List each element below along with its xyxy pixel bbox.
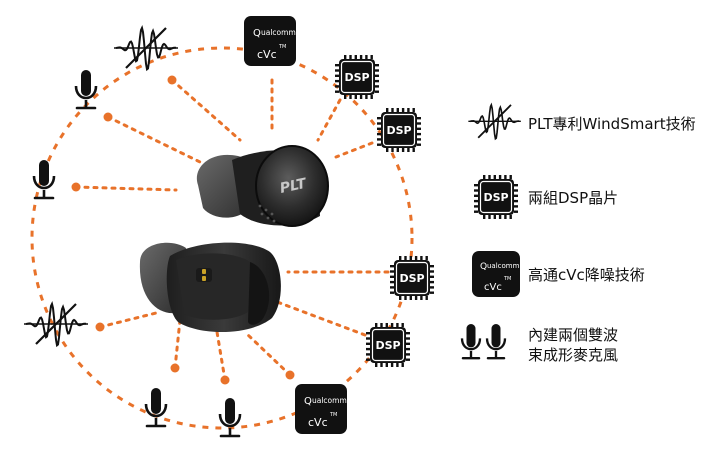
earbud-top: PLT: [196, 145, 329, 227]
connector-dot: [170, 363, 180, 373]
svg-text:cVc: cVc: [484, 282, 502, 293]
connector-lines: [74, 78, 390, 382]
qualcomm-cvc-chip: Q ualcomm TM cVc: [295, 384, 347, 434]
legend-windsmart: PLT專利WindSmart技術: [528, 114, 696, 134]
legend-windsmart-text: PLT專利WindSmart技術: [528, 115, 696, 133]
svg-text:Q: Q: [304, 396, 312, 407]
earbud-brand-logo: PLT: [278, 175, 309, 196]
legend-cvc-text: 高通cVc降噪技術: [528, 266, 645, 284]
connector-line: [270, 298, 367, 337]
dsp-chip: DSP: [366, 323, 410, 367]
dsp-chip-label: DSP: [399, 272, 424, 285]
connector-line: [316, 98, 342, 142]
legend-mic-line2: 束成形麥克風: [528, 346, 619, 364]
svg-text:cVc: cVc: [308, 416, 328, 429]
svg-text:cVc: cVc: [257, 48, 277, 61]
connector-dot: [103, 112, 113, 122]
svg-text:ualcomm: ualcomm: [487, 262, 520, 270]
legend-microphones: 內建兩個雙波 束成形麥克風: [528, 325, 618, 365]
svg-text:TM: TM: [329, 412, 337, 418]
earbud-cap: [256, 146, 328, 226]
svg-text:ualcomm: ualcomm: [312, 396, 347, 405]
dsp-chip: DSP: [474, 175, 518, 219]
connector-dot: [167, 75, 177, 85]
earbud-bottom: [139, 242, 281, 333]
dsp-chip: DSP: [335, 55, 379, 99]
connector-line: [106, 115, 202, 164]
legend-dsp: 兩組DSP晶片: [528, 188, 618, 208]
svg-text:Q: Q: [480, 262, 487, 272]
connector-dot: [220, 375, 230, 385]
dsp-chip-label: DSP: [344, 71, 369, 84]
microphone-icon: [32, 160, 56, 200]
connector-line: [170, 78, 242, 142]
microphone-icon: [485, 324, 507, 360]
orbit-circle: [30, 46, 414, 430]
microphone-icon: [144, 388, 168, 428]
svg-text:TM: TM: [503, 276, 511, 282]
dsp-chip: DSP: [377, 108, 421, 152]
connector-line: [213, 318, 227, 382]
legend-cvc: 高通cVc降噪技術: [528, 265, 645, 285]
svg-text:ualcomm: ualcomm: [261, 28, 296, 37]
svg-text:Q: Q: [253, 28, 261, 39]
windsmart-waveform-icon: [468, 102, 521, 141]
dsp-chip: DSP: [390, 256, 434, 300]
dsp-chip-label: DSP: [386, 124, 411, 137]
connector-line: [173, 318, 182, 370]
windsmart-waveform-icon: [114, 25, 178, 72]
qualcomm-cvc-chip: Q ualcomm TM cVc: [472, 251, 520, 297]
qualcomm-cvc-chip: Q ualcomm TM cVc: [244, 16, 296, 66]
connector-line: [334, 141, 374, 159]
connector-dot: [95, 322, 105, 332]
connector-dot: [285, 370, 295, 380]
windsmart-waveform-icon: [24, 301, 88, 348]
svg-text:TM: TM: [278, 44, 286, 50]
legend-mic-line1: 內建兩個雙波: [528, 326, 619, 344]
microphone-icon: [218, 398, 242, 438]
microphone-icon: [460, 324, 482, 360]
connector-line: [246, 333, 292, 377]
connector-line: [98, 310, 162, 329]
connector-dot: [71, 182, 81, 192]
connector-line: [74, 185, 178, 192]
connector-dots: [71, 75, 295, 385]
dsp-chip-label: DSP: [483, 191, 508, 204]
microphone-icon: [74, 70, 98, 110]
legend-dsp-text: 兩組DSP晶片: [528, 189, 619, 207]
dsp-chip-label: DSP: [375, 339, 400, 352]
